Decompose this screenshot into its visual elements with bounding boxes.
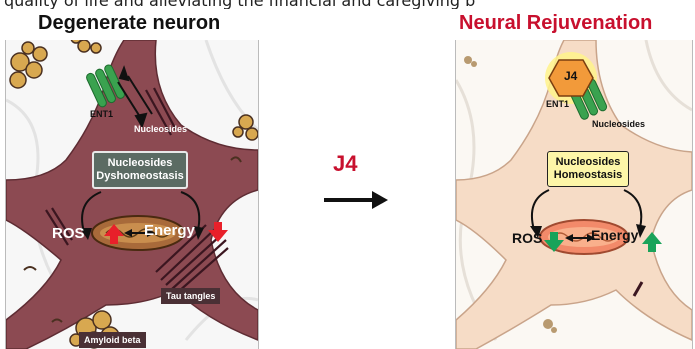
residual-plaque-bottom xyxy=(543,319,557,333)
box-line-1: Nucleosides xyxy=(94,157,186,170)
residual-plaque-top xyxy=(464,56,477,67)
ros-label: ROS xyxy=(52,225,85,242)
energy-label: Energy xyxy=(591,227,638,243)
amyloid-beta-label: Amyloid beta xyxy=(79,332,146,348)
nucleosides-homeostasis-box: Nucleosides Homeostasis xyxy=(547,151,629,187)
ent1-label: ENT1 xyxy=(546,99,569,109)
box-line-2: Dyshomeostasis xyxy=(94,170,186,183)
box-line-2: Homeostasis xyxy=(548,169,628,182)
drug-label: J4 xyxy=(333,151,357,177)
energy-label: Energy xyxy=(144,222,195,239)
nucleosides-dyshomeostasis-box: Nucleosides Dyshomeostasis xyxy=(92,151,188,189)
rejuvenated-neuron-illustration xyxy=(456,40,692,349)
left-panel-title: Degenerate neuron xyxy=(38,12,220,35)
amyloid-plaque-top xyxy=(71,40,101,53)
nucleosides-label: Nucleosides xyxy=(134,124,187,134)
amyloid-plaque-top-left xyxy=(10,42,47,88)
ros-label: ROS xyxy=(512,230,542,246)
right-panel-title: Neural Rejuvenation xyxy=(459,12,652,35)
degenerate-neuron-panel: ENT1 Nucleosides Nucleosides Dyshomeosta… xyxy=(5,40,259,349)
box-line-1: Nucleosides xyxy=(548,156,628,169)
cropped-caption-text: quality of life and alleviating the fina… xyxy=(4,0,694,9)
transition-arrow xyxy=(322,188,392,212)
j4-label: J4 xyxy=(564,69,577,83)
nucleosides-label: Nucleosides xyxy=(592,119,645,129)
ent1-label: ENT1 xyxy=(90,109,113,119)
tau-tangles-label: Tau tangles xyxy=(161,288,220,304)
rejuvenated-neuron-panel: J4 ENT1 Nucleosides Nucleosides Homeosta… xyxy=(455,40,693,349)
